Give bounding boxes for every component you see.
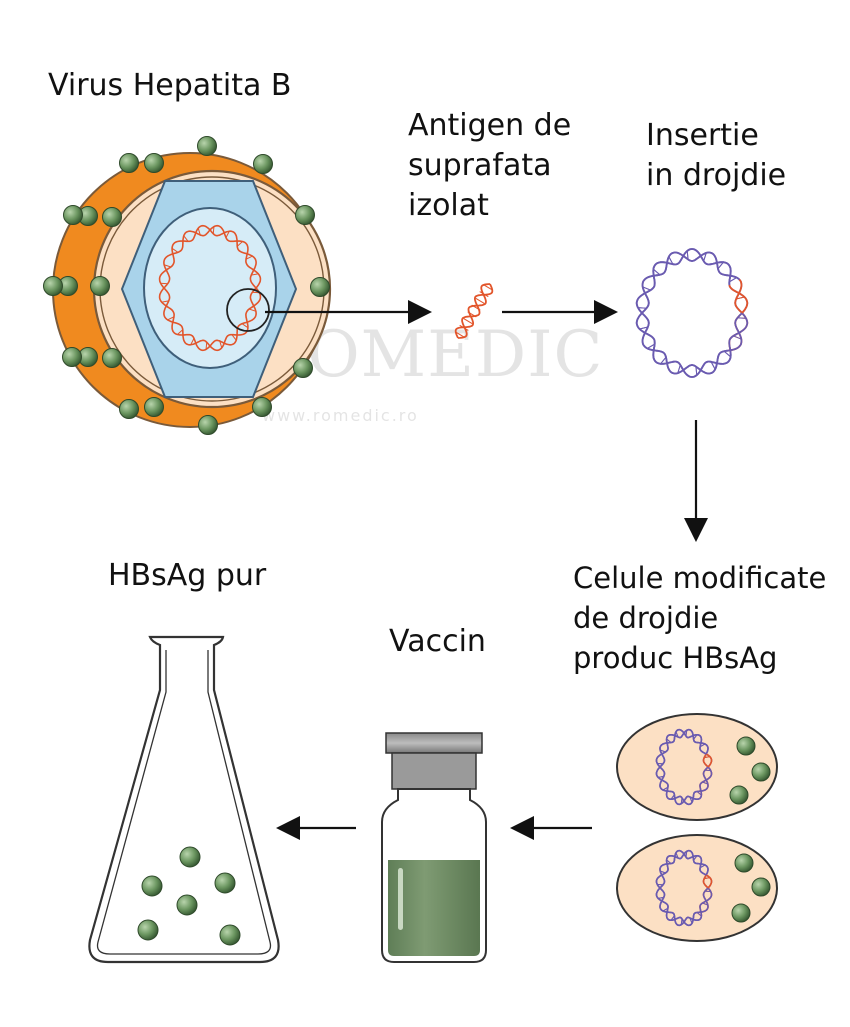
hbsag-particle (141, 875, 163, 897)
hbsag-particle (119, 153, 139, 173)
hbsag-particle (751, 877, 771, 897)
vaccine-vial (381, 732, 487, 963)
hbsag-particle (310, 277, 330, 297)
hbsag-particle (729, 785, 749, 805)
hbsag-particle (197, 136, 217, 156)
label-modified-cells-line: produc HBsAg (573, 641, 778, 675)
label-modified-cells: Celule modificate de drojdie produc HBsA… (573, 558, 826, 678)
hbsag-particle (144, 153, 164, 173)
hbsag-particle (198, 415, 218, 435)
hbsag-particle (102, 207, 122, 227)
hbsag-particle (179, 846, 201, 868)
label-antigen-line: izolat (408, 188, 489, 223)
virus-dna (158, 224, 262, 352)
watermark-url: www.romedic.ro (262, 406, 419, 425)
hbsag-particle (734, 853, 754, 873)
vial-cap-crimp (391, 752, 477, 790)
hbsag-particle (176, 894, 198, 916)
hbsag-particle (144, 397, 164, 417)
antigen-selection-circle (226, 288, 270, 332)
hbsag-particle (252, 397, 272, 417)
virus-inner-core (143, 207, 277, 369)
hbsag-particle (736, 736, 756, 756)
yeast-cell-top (616, 713, 778, 821)
hbsag-particle (119, 399, 139, 419)
label-vaccine: Vaccin (389, 624, 486, 659)
hbsag-particle (214, 872, 236, 894)
label-insertion-line: in drojdie (646, 158, 787, 193)
hbsag-particle (219, 924, 241, 946)
label-antigen: Antigen de suprafata izolat (408, 106, 571, 226)
hbsag-particle (253, 154, 273, 174)
hbsag-particle (137, 919, 159, 941)
label-virus: Virus Hepatita B (48, 68, 292, 103)
label-modified-cells-line: de drojdie (573, 601, 719, 635)
hbsag-particle (90, 276, 110, 296)
hbsag-particle (43, 276, 63, 296)
vial-cap-top (385, 732, 483, 754)
isolated-antigen-gene (454, 283, 494, 339)
label-pure-hbsag: HBsAg pur (108, 558, 267, 593)
hbsag-particle (293, 358, 313, 378)
label-insertion: Insertie in drojdie (646, 116, 786, 196)
hepatitis-b-virus (43, 136, 332, 435)
label-modified-cells-line: Celule modificate (573, 561, 827, 595)
hbsag-particle (731, 903, 751, 923)
label-insertion-line: Insertie (646, 118, 759, 153)
erlenmeyer-flask (88, 635, 280, 964)
label-antigen-line: Antigen de (408, 108, 572, 143)
hbsag-particle (295, 205, 315, 225)
yeast-plasmid (635, 248, 749, 378)
yeast-cell-bottom (616, 834, 778, 942)
vial-liquid (388, 860, 480, 956)
virus-surface-antigens (43, 136, 330, 435)
hbsag-particle (102, 348, 122, 368)
label-antigen-line: suprafata (408, 148, 552, 183)
hbsag-particle (63, 205, 83, 225)
hbsag-particle (62, 347, 82, 367)
hbsag-particle (751, 762, 771, 782)
